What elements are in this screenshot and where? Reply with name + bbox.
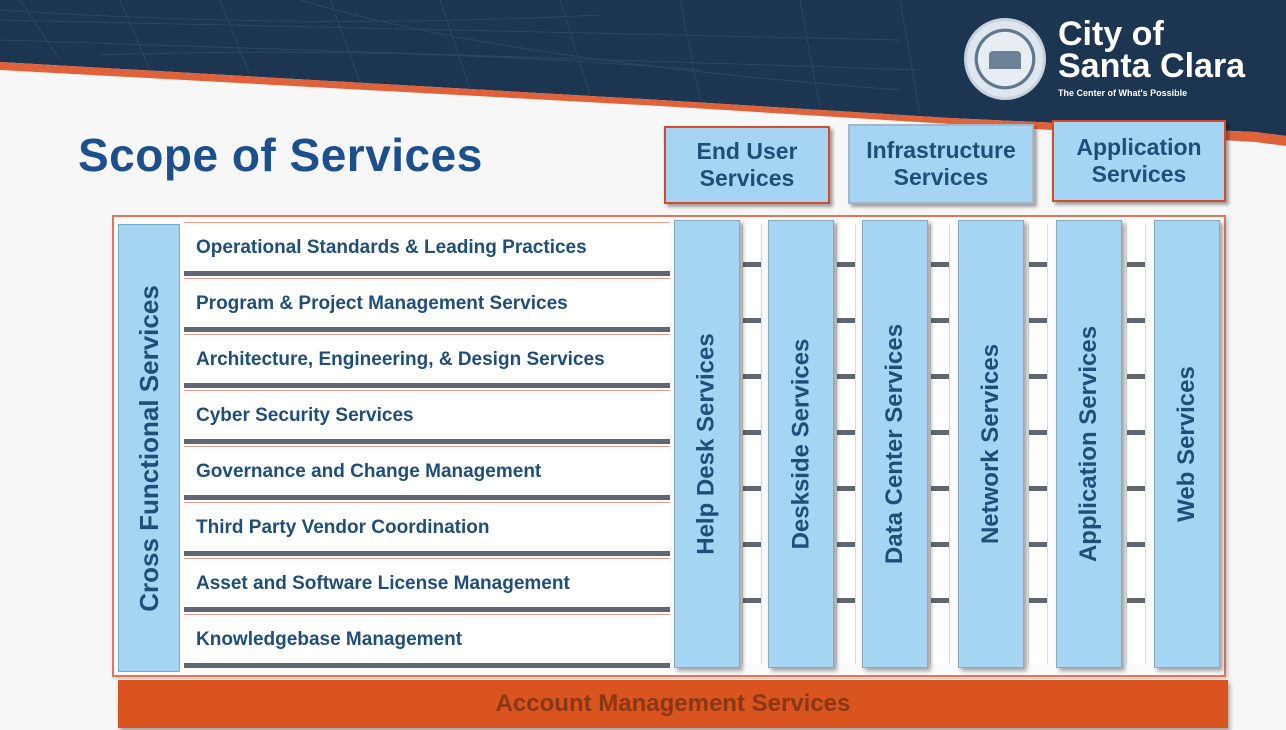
item-label: Governance and Change Management <box>196 461 542 482</box>
connector-gap <box>1126 224 1146 664</box>
list-item: Third Party Vendor Coordination <box>184 502 670 556</box>
category-label: End User Services <box>696 137 798 191</box>
connector-gap <box>742 224 762 664</box>
connector-gap <box>836 224 856 664</box>
connector-gap <box>1028 224 1048 664</box>
connector-gap <box>930 224 950 664</box>
item-label: Third Party Vendor Coordination <box>196 517 490 538</box>
column-label: Deskside Services <box>787 338 815 550</box>
city-seal-icon <box>964 18 1046 100</box>
list-item: Architecture, Engineering, & Design Serv… <box>184 334 670 388</box>
list-item: Governance and Change Management <box>184 446 670 500</box>
service-column-help-desk: Help Desk Services <box>674 220 740 668</box>
service-column-deskside: Deskside Services <box>768 220 834 668</box>
category-label: Application Services <box>1076 133 1202 187</box>
list-item: Cyber Security Services <box>184 390 670 444</box>
item-label: Knowledgebase Management <box>196 629 463 650</box>
category-infrastructure: Infrastructure Services <box>848 124 1034 204</box>
item-label: Operational Standards & Leading Practice… <box>196 237 587 258</box>
item-label: Asset and Software License Management <box>196 573 570 594</box>
city-name-line1: City of <box>1058 15 1164 53</box>
list-item: Program & Project Management Services <box>184 278 670 332</box>
service-column-application: Application Services <box>1056 220 1122 668</box>
service-column-network: Network Services <box>958 220 1024 668</box>
column-label: Help Desk Services <box>693 333 721 555</box>
city-name-line2: Santa Clara <box>1058 47 1246 86</box>
account-management-label: Account Management Services <box>495 690 851 717</box>
list-item: Asset and Software License Management <box>184 558 670 612</box>
account-management-bar: Account Management Services <box>118 680 1228 728</box>
cross-functional-label: Cross Functional Services <box>133 284 164 612</box>
category-end-user: End User Services <box>664 126 830 204</box>
city-tagline: The Center of What's Possible <box>1058 87 1188 98</box>
service-column-data-center: Data Center Services <box>862 220 928 668</box>
item-label: Program & Project Management Services <box>196 293 568 314</box>
item-label: Architecture, Engineering, & Design Serv… <box>196 349 605 370</box>
list-item: Operational Standards & Leading Practice… <box>184 222 670 276</box>
header-banner <box>0 0 1286 146</box>
column-label: Data Center Services <box>881 323 909 565</box>
city-logo-text: City of Santa Clara The Center of What's… <box>1058 15 1246 98</box>
category-label: Infrastructure Services <box>866 136 1016 190</box>
category-application: Application Services <box>1052 120 1226 202</box>
page-title: Scope of Services <box>78 129 483 181</box>
cross-functional-bar: Cross Functional Services <box>118 224 180 672</box>
column-label: Web Services <box>1173 366 1200 522</box>
item-label: Cyber Security Services <box>196 405 414 426</box>
column-label: Application Services <box>1075 325 1102 563</box>
service-column-web: Web Services <box>1154 220 1220 668</box>
column-label: Network Services <box>977 343 1005 545</box>
list-item: Knowledgebase Management <box>184 614 670 668</box>
